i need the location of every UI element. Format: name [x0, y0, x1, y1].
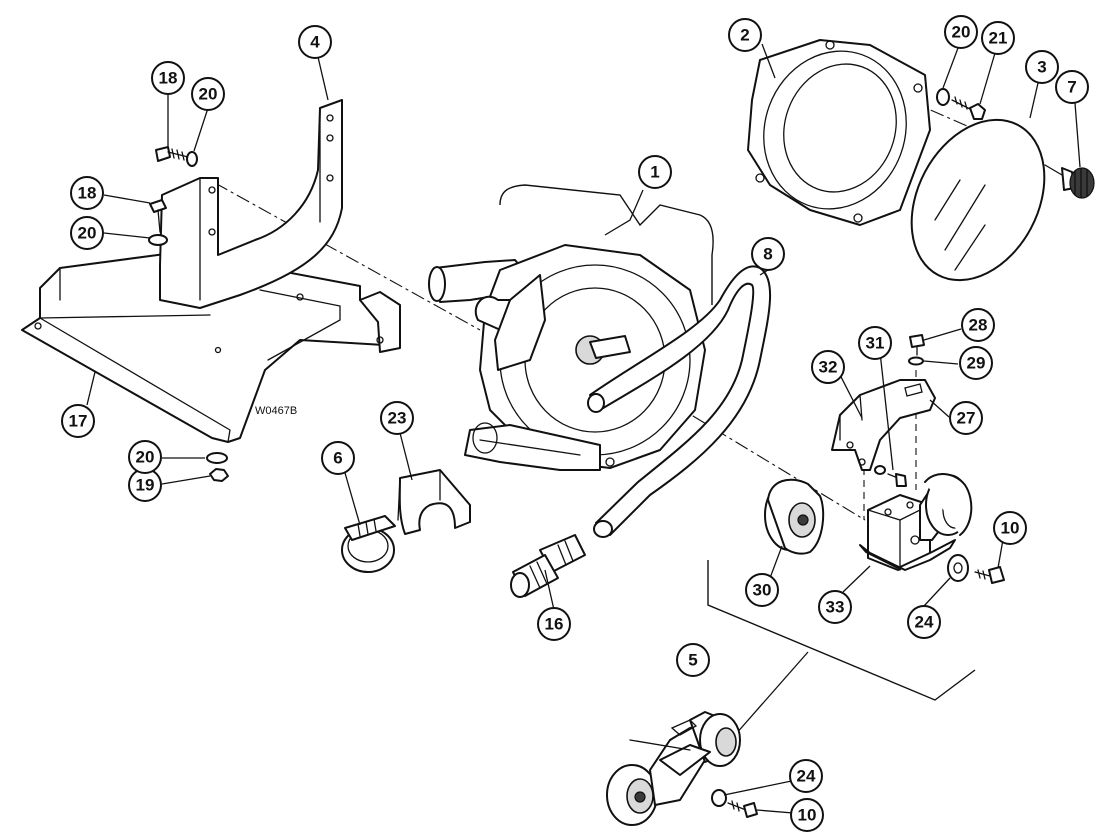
callout-4: 4: [298, 25, 332, 59]
screw-21: [951, 96, 986, 120]
screw-28: [909, 334, 925, 356]
callout-16: 16: [537, 607, 571, 641]
callout-20: 20: [191, 77, 225, 111]
bolt-18-upper: [155, 146, 189, 162]
hose-clamp-6: [341, 515, 396, 573]
callout-24-label: 24: [797, 767, 816, 786]
washer-20-lower: [206, 452, 228, 464]
callout-28-label: 28: [969, 316, 988, 335]
screw-10-lower: [727, 800, 758, 818]
callout-6-label: 6: [333, 449, 342, 468]
washer-20-side: [148, 234, 168, 246]
callout-18: 18: [151, 61, 185, 95]
washer-31: [874, 465, 886, 475]
callout-29-label: 29: [967, 354, 986, 373]
roller-bracket-27: [831, 379, 936, 471]
nut-19: [209, 468, 229, 482]
callout-31: 31: [858, 326, 892, 360]
callout-24-label: 24: [915, 613, 934, 632]
callout-19-label: 19: [136, 476, 155, 495]
base-plate: [21, 251, 401, 443]
callout-33: 33: [818, 590, 852, 624]
callout-6: 6: [321, 441, 355, 475]
callout-18: 18: [70, 176, 104, 210]
callout-10: 10: [790, 798, 824, 832]
callout-23-label: 23: [388, 409, 407, 428]
callout-28: 28: [961, 308, 995, 342]
cover-3: [910, 118, 1046, 282]
callout-32-label: 32: [819, 358, 838, 377]
callout-24: 24: [907, 605, 941, 639]
callout-27: 27: [949, 401, 983, 435]
callout-21-label: 21: [989, 29, 1008, 48]
callout-10-label: 10: [1001, 519, 1020, 538]
callout-8-label: 8: [763, 245, 772, 264]
hose-8: [587, 265, 772, 538]
callout-20-label: 20: [952, 23, 971, 42]
knob-7: [1044, 164, 1095, 199]
callout-5-label: 5: [688, 651, 697, 670]
callout-20: 20: [128, 440, 162, 474]
callout-3: 3: [1025, 50, 1059, 84]
callout-7-label: 7: [1067, 78, 1076, 97]
roller-30: [764, 478, 825, 555]
mount-centerline: [214, 182, 481, 331]
callout-20-label: 20: [136, 448, 155, 467]
adapter-ring-2: [747, 39, 931, 226]
callout-2: 2: [728, 18, 762, 52]
callout-33-label: 33: [826, 598, 845, 617]
washer-24-lower: [711, 789, 727, 807]
group-1-bracket: [499, 184, 714, 305]
group-5-leader: [734, 651, 809, 736]
callout-2-label: 2: [740, 26, 749, 45]
callout-5: 5: [676, 643, 710, 677]
callout-4-label: 4: [310, 33, 320, 52]
shaft-centerline: [649, 389, 866, 521]
support-bracket: [159, 99, 343, 309]
callout-32: 32: [811, 350, 845, 384]
callout-31-label: 31: [866, 334, 885, 353]
callout-21: 21: [981, 21, 1015, 55]
washer-29: [908, 356, 924, 366]
washer-20-cover: [936, 88, 950, 106]
callout-18-label: 18: [159, 69, 178, 88]
screw-10: [974, 566, 1005, 584]
callout-20: 20: [70, 216, 104, 250]
callout-17: 17: [61, 404, 95, 438]
callout-1-label: 1: [650, 163, 659, 182]
roller-group-bracket: [707, 560, 976, 701]
callout-30-label: 30: [753, 581, 772, 600]
callout-7: 7: [1055, 70, 1089, 104]
saddle-23: [397, 469, 471, 535]
bolt-18-side: [149, 199, 167, 233]
callout-10: 10: [993, 511, 1027, 545]
callout-3-label: 3: [1037, 58, 1046, 77]
callout-10-label: 10: [798, 806, 817, 825]
figure-code: W0467B: [255, 405, 297, 417]
washer-20-upper: [186, 151, 198, 167]
callout-18-label: 18: [78, 184, 97, 203]
roller-assembly-5: [606, 711, 741, 826]
screw-31: [887, 473, 907, 487]
callout-19: 19: [128, 468, 162, 502]
callout-27-label: 27: [957, 409, 976, 428]
callout-20: 20: [944, 15, 978, 49]
callout-16-label: 16: [545, 615, 564, 634]
callout-20-label: 20: [78, 224, 97, 243]
pump-housing: [428, 244, 706, 471]
callout-23: 23: [380, 401, 414, 435]
callout-17-label: 17: [69, 412, 88, 431]
roller-block-33: [859, 473, 973, 571]
washer-24-hole: [953, 562, 963, 574]
callout-29: 29: [959, 346, 993, 380]
callout-24: 24: [789, 759, 823, 793]
callout-20-label: 20: [199, 85, 218, 104]
callout-1: 1: [638, 155, 672, 189]
washer-24: [947, 554, 969, 582]
coupler-16: [510, 534, 586, 598]
callout-30: 30: [745, 573, 779, 607]
callout-8: 8: [751, 237, 785, 271]
